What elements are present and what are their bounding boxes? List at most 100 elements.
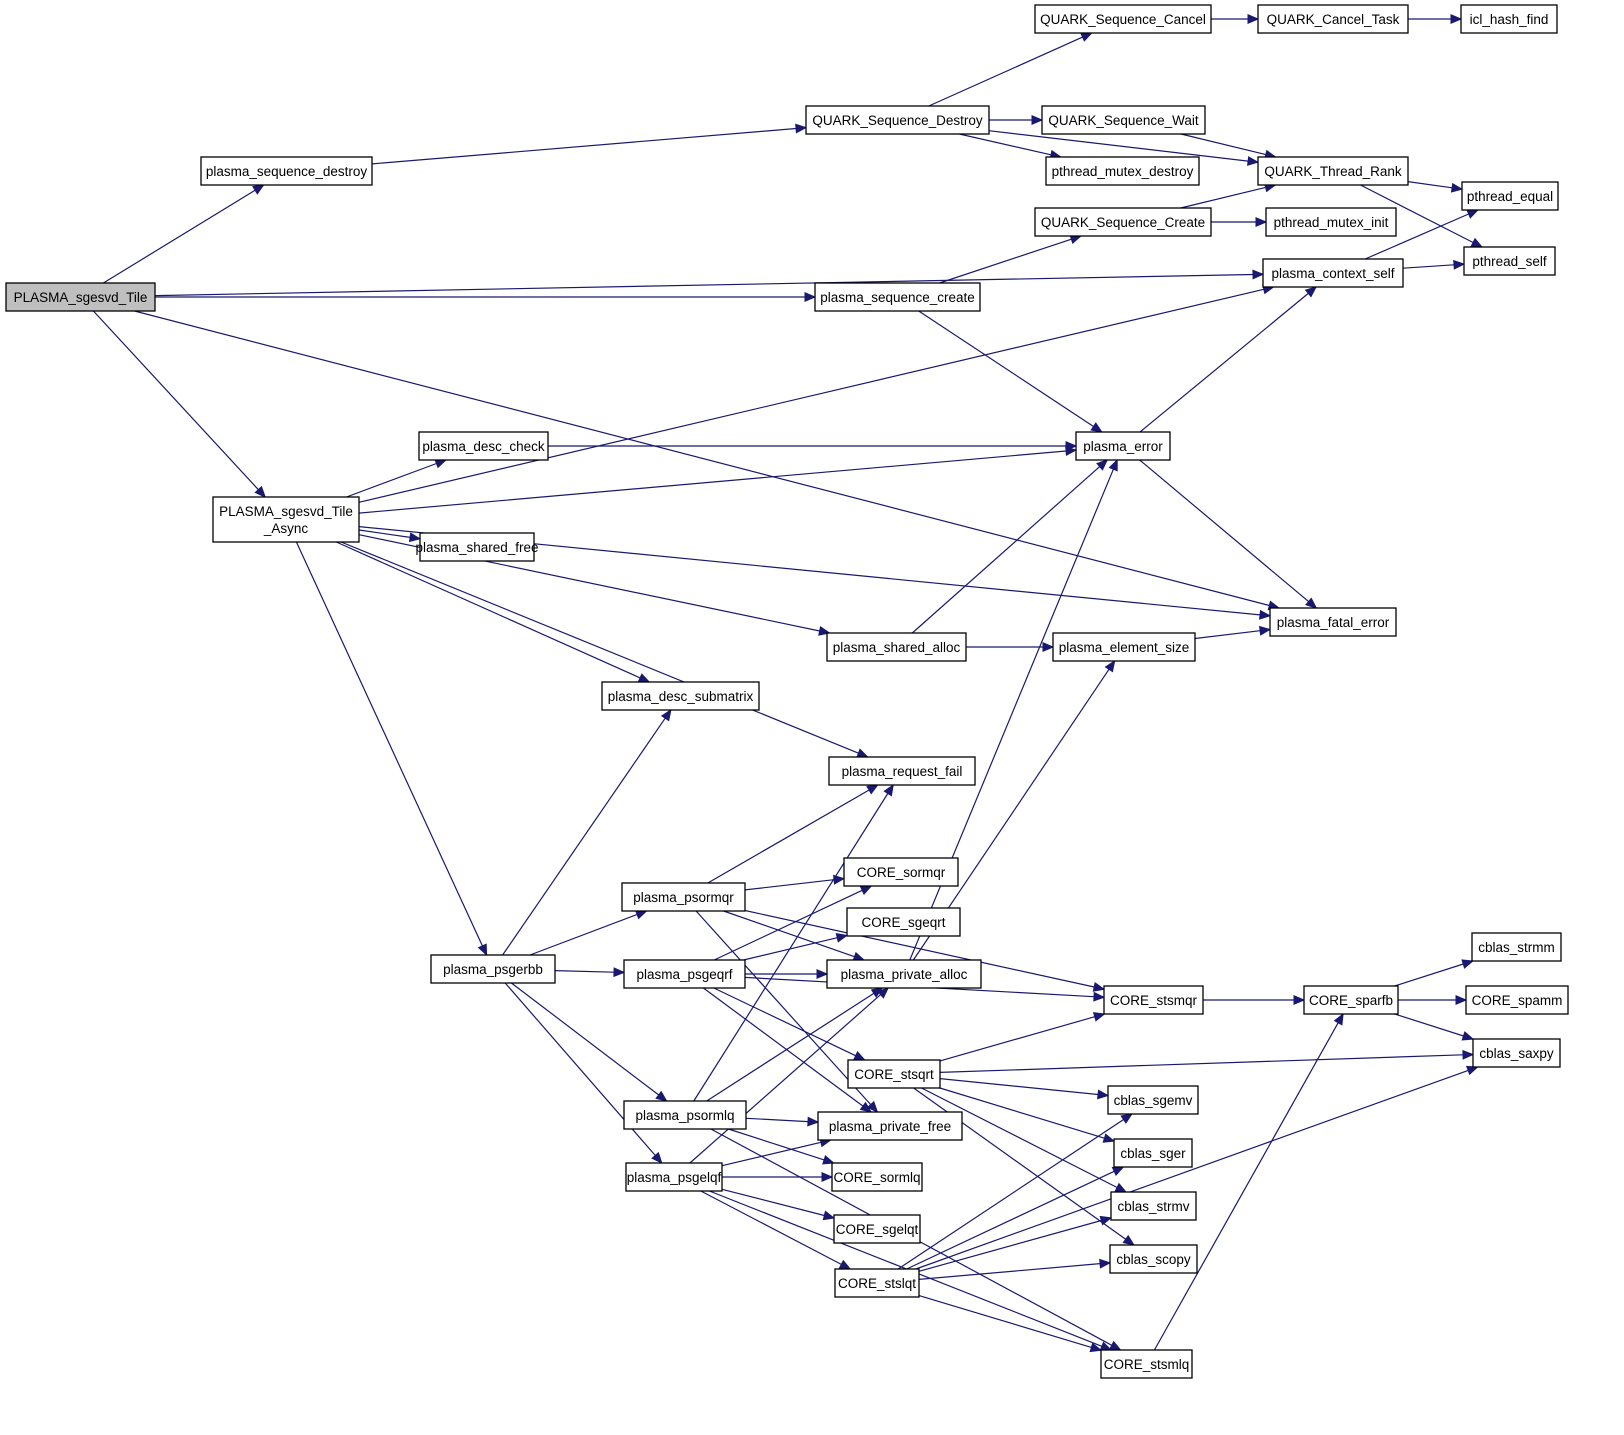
edge-plasma-psormqr-to-core-sormqr: [744, 874, 846, 891]
edge-plasma-sgesvd-tile-async-to-plasma-request-fail: [340, 541, 869, 758]
node-cblas-strmm[interactable]: cblas_strmm: [1471, 932, 1562, 962]
node-quark-cancel-task[interactable]: QUARK_Cancel_Task: [1257, 4, 1409, 34]
node-plasma-sequence-destroy[interactable]: plasma_sequence_destroy: [200, 156, 373, 186]
edge-core-stslqt-to-cblas-saxpy: [915, 1065, 1479, 1270]
node-box: [846, 907, 961, 937]
node-core-sormqr[interactable]: CORE_sormqr: [843, 857, 959, 887]
node-plasma-psgeqrf[interactable]: plasma_psgeqrf: [623, 959, 746, 989]
edge-line: [695, 910, 872, 1106]
node-quark-sequence-create[interactable]: QUARK_Sequence_Create: [1034, 207, 1212, 237]
node-label: PLASMA_sgesvd_Tile: [14, 290, 148, 305]
node-core-sgelqt[interactable]: CORE_sgelqt: [833, 1214, 921, 1244]
node-label: plasma_psormlq: [635, 1108, 734, 1123]
node-quark-sequence-wait[interactable]: QUARK_Sequence_Wait: [1041, 105, 1206, 135]
node-plasma-shared-free[interactable]: plasma_shared_free: [415, 532, 539, 562]
edge-plasma-psgerbb-to-plasma-psgelqf: [504, 982, 663, 1164]
node-plasma-private-alloc[interactable]: plasma_private_alloc: [826, 959, 982, 989]
edge-line: [959, 133, 1052, 156]
node-plasma-request-fail[interactable]: plasma_request_fail: [828, 756, 976, 786]
arrowhead-icon: [1293, 995, 1306, 1005]
node-core-sparfb[interactable]: CORE_sparfb: [1303, 985, 1399, 1015]
edge-line: [689, 994, 881, 1164]
node-box: [1041, 105, 1206, 135]
edge-plasma-psgerbb-to-plasma-psormqr: [529, 910, 648, 956]
edge-line: [346, 462, 437, 498]
edge-line: [911, 466, 1101, 634]
node-box: [831, 1162, 923, 1192]
node-cblas-scopy[interactable]: cblas_scopy: [1109, 1244, 1198, 1274]
arrowhead-icon: [1065, 446, 1078, 456]
node-label: plasma_desc_check: [422, 439, 545, 454]
edge-core-stslqt-to-cblas-sger: [906, 1166, 1125, 1270]
arrowhead-icon: [1462, 1049, 1475, 1060]
node-label: icl_hash_find: [1470, 12, 1549, 27]
node-plasma-psgelqf[interactable]: plasma_psgelqf: [625, 1162, 723, 1192]
arrowhead-icon: [1247, 14, 1260, 24]
arrowhead-icon: [866, 1100, 879, 1113]
edge-line: [92, 310, 259, 491]
node-pthread-equal[interactable]: pthread_equal: [1461, 181, 1559, 211]
arrowhead-icon: [613, 967, 626, 978]
edge-plasma-psgeqrf-to-plasma-private-alloc: [745, 969, 829, 979]
node-plasma-psormqr[interactable]: plasma_psormqr: [621, 882, 746, 912]
node-label: QUARK_Sequence_Create: [1041, 215, 1205, 230]
node-cblas-sger[interactable]: cblas_sger: [1113, 1138, 1193, 1168]
edge-line: [1139, 292, 1309, 433]
arrowhead-icon: [1247, 156, 1260, 166]
arrowhead-icon: [252, 184, 265, 195]
node-core-stsmlq[interactable]: CORE_stsmlq: [1100, 1349, 1193, 1379]
node-plasma-fatal-error[interactable]: plasma_fatal_error: [1269, 607, 1397, 637]
node-pthread-self[interactable]: pthread_self: [1463, 246, 1556, 276]
node-plasma-element-size[interactable]: plasma_element_size: [1052, 632, 1196, 662]
node-icl-hash-find[interactable]: icl_hash_find: [1460, 4, 1558, 34]
node-box: [1303, 985, 1399, 1015]
arrowhead-icon: [1455, 995, 1468, 1005]
node-quark-sequence-cancel[interactable]: QUARK_Sequence_Cancel: [1034, 4, 1212, 34]
node-core-stsqrt[interactable]: CORE_stsqrt: [847, 1059, 941, 1089]
edges-layer: [92, 14, 1484, 1353]
node-plasma-psormlq[interactable]: plasma_psormlq: [623, 1100, 747, 1130]
node-plasma-desc-check[interactable]: plasma_desc_check: [418, 431, 549, 461]
node-plasma-context-self[interactable]: plasma_context_self: [1262, 258, 1404, 288]
node-plasma-desc-submatrix[interactable]: plasma_desc_submatrix: [601, 681, 760, 711]
edge-quark-sequence-create-to-quark-thread-rank: [1180, 182, 1277, 209]
edge-plasma-psgelqf-to-core-sgelqt: [721, 1188, 836, 1221]
node-quark-sequence-destroy[interactable]: QUARK_Sequence_Destroy: [805, 105, 990, 135]
edge-plasma-psgelqf-to-core-sormlq: [722, 1172, 834, 1182]
node-plasma-psgerbb[interactable]: plasma_psgerbb: [430, 954, 556, 984]
edge-line: [154, 273, 1254, 297]
node-plasma-sgesvd-tile-async[interactable]: PLASMA_sgesvd_Tile_Async: [212, 496, 360, 543]
arrowhead-icon: [655, 1090, 668, 1102]
edge-plasma-shared-alloc-to-plasma-element-size: [966, 642, 1055, 652]
node-label: pthread_self: [1472, 254, 1547, 269]
node-cblas-sgemv[interactable]: cblas_sgemv: [1107, 1085, 1199, 1115]
node-core-stsmqr[interactable]: CORE_stsmqr: [1103, 985, 1204, 1015]
node-core-sgeqrt[interactable]: CORE_sgeqrt: [846, 907, 961, 937]
node-plasma-private-free[interactable]: plasma_private_free: [817, 1111, 963, 1141]
edge-plasma-element-size-to-plasma-fatal-error: [1194, 625, 1272, 640]
edge-plasma-sequence-create-to-quark-sequence-create: [939, 234, 1083, 284]
node-box: [419, 532, 535, 562]
edge-line: [939, 1016, 1095, 1062]
node-label: plasma_psormqr: [633, 890, 734, 905]
edge-line: [706, 992, 875, 1102]
edge-plasma-psgerbb-to-plasma-psormlq: [511, 982, 668, 1102]
node-quark-thread-rank[interactable]: QUARK_Thread_Rank: [1257, 156, 1409, 186]
edge-plasma-psormlq-to-core-sormlq: [728, 1128, 835, 1165]
node-box: [1075, 431, 1171, 461]
node-core-stslqt[interactable]: CORE_stslqt: [834, 1268, 920, 1298]
node-plasma-sequence-create[interactable]: plasma_sequence_create: [814, 282, 981, 312]
edge-quark-cancel-task-to-icl-hash-find: [1408, 14, 1463, 24]
node-pthread-mutex-init[interactable]: pthread_mutex_init: [1265, 207, 1397, 237]
node-cblas-strmv[interactable]: cblas_strmv: [1110, 1191, 1197, 1221]
arrowhead-icon: [859, 1101, 873, 1113]
node-label: cblas_strmv: [1117, 1199, 1189, 1214]
node-core-sormlq[interactable]: CORE_sormlq: [831, 1162, 923, 1192]
node-plasma-sgesvd-tile[interactable]: PLASMA_sgesvd_Tile: [5, 282, 156, 312]
node-pthread-mutex-destroy[interactable]: pthread_mutex_destroy: [1045, 156, 1200, 186]
node-core-spamm[interactable]: CORE_spamm: [1465, 985, 1569, 1015]
node-cblas-saxpy[interactable]: cblas_saxpy: [1472, 1038, 1561, 1068]
edge-line: [693, 793, 889, 1102]
node-plasma-error[interactable]: plasma_error: [1075, 431, 1171, 461]
node-plasma-shared-alloc[interactable]: plasma_shared_alloc: [826, 632, 967, 662]
